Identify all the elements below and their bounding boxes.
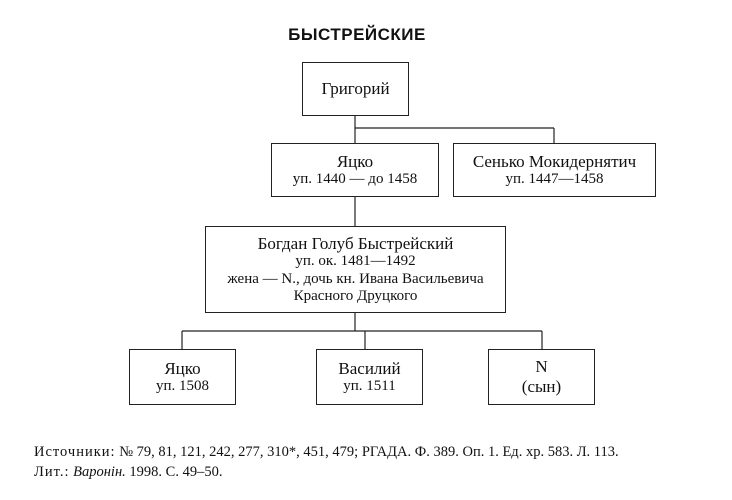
person-name: Сенько Мокидернятич bbox=[472, 151, 637, 171]
person-name: N bbox=[535, 357, 548, 377]
person-spouse: жена — N., дочь кн. Ивана Васильевича bbox=[227, 270, 484, 287]
person-name: Яцко bbox=[336, 151, 374, 171]
person-note: уп. 1440 — до 1458 bbox=[292, 171, 418, 188]
person-yatsko-1: Яцко уп. 1440 — до 1458 bbox=[271, 143, 439, 197]
literature-author: Варонін. bbox=[73, 464, 126, 480]
literature-text: 1998. С. 49–50. bbox=[129, 464, 223, 480]
person-n-son: N (сын) bbox=[488, 349, 595, 405]
person-vasiliy: Василий уп. 1511 bbox=[316, 349, 423, 405]
literature-line: Лит.: Варонін. 1998. С. 49–50. bbox=[34, 462, 619, 482]
person-note: уп. 1447—1458 bbox=[505, 171, 604, 188]
sources-label: Источники: bbox=[34, 444, 116, 460]
person-grigoriy: Григорий bbox=[302, 62, 409, 116]
person-note: уп. 1508 bbox=[155, 378, 210, 395]
person-bogdan: Богдан Голуб Быстрейский уп. ок. 1481—14… bbox=[205, 226, 506, 313]
sources-text: № 79, 81, 121, 242, 277, 310*, 451, 479;… bbox=[119, 444, 619, 460]
person-note: (сын) bbox=[521, 377, 562, 396]
person-spouse-continued: Красного Друцкого bbox=[293, 287, 418, 304]
person-name: Василий bbox=[338, 358, 401, 378]
person-note: уп. ок. 1481—1492 bbox=[295, 253, 416, 270]
page-title: БЫСТРЕЙСКИЕ bbox=[288, 25, 426, 44]
person-name: Яцко bbox=[164, 358, 201, 378]
sources-line: Источники: № 79, 81, 121, 242, 277, 310*… bbox=[34, 442, 619, 462]
person-yatsko-2: Яцко уп. 1508 bbox=[129, 349, 236, 405]
person-name: Богдан Голуб Быстрейский bbox=[257, 233, 454, 253]
literature-label: Лит.: bbox=[34, 464, 70, 480]
person-note: уп. 1511 bbox=[343, 378, 396, 395]
person-senko: Сенько Мокидернятич уп. 1447—1458 bbox=[453, 143, 656, 197]
sources-block: Источники: № 79, 81, 121, 242, 277, 310*… bbox=[34, 442, 619, 482]
person-name: Григорий bbox=[321, 79, 390, 99]
